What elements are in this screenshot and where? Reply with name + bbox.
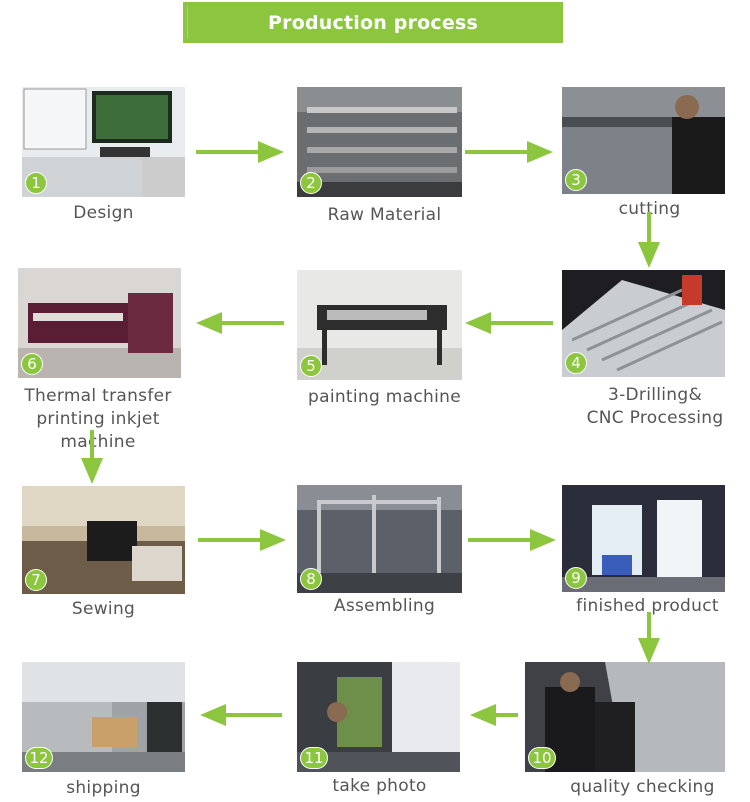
step-badge: 10 [528,747,556,769]
arrow-right-icon [468,529,556,551]
step-badge: 5 [300,355,322,377]
arrow-left-icon [470,704,518,726]
step-badge: 3 [565,169,587,191]
step-4-photo: 4 [562,270,725,377]
arrow-down-icon [638,212,660,268]
step-badge: 4 [565,352,587,374]
title-banner: Production process [183,2,563,43]
arrow-down-icon [638,612,660,664]
arrow-down-icon [81,430,103,484]
step-2-photo: 2 [297,87,462,197]
step-12-photo: 12 [22,662,185,772]
step-6-label: Thermal transfer printing inkjet machine [24,386,172,452]
step-badge: 1 [25,172,47,194]
step-4-label: 3-Drilling& CNC Processing [586,385,724,428]
step-badge: 8 [300,568,322,590]
step-9-photo: 9 [562,485,725,592]
arrow-left-icon [200,704,282,726]
arrow-right-icon [465,141,553,163]
step-badge: 9 [565,567,587,589]
step-2-label: Raw Material [327,205,442,225]
arrow-right-icon [198,529,286,551]
step-badge: 7 [25,569,47,591]
step-9-label: finished product [576,596,719,616]
page-title: Production process [268,11,478,34]
arrow-left-icon [465,312,553,334]
step-12-label: shipping [66,778,141,798]
step-badge: 2 [300,172,322,194]
step-badge: 12 [25,747,53,769]
step-badge: 6 [21,353,43,375]
step-11-label: take photo [332,776,427,796]
arrow-left-icon [196,312,284,334]
step-badge: 11 [300,747,328,769]
arrow-right-icon [196,141,284,163]
step-1-photo: 1 [22,87,185,197]
step-10-label: quality checking [570,777,715,797]
step-11-photo: 11 [297,662,460,772]
step-10-photo: 10 [525,662,725,772]
step-3-label: cutting [618,199,681,219]
step-7-label: Sewing [71,599,136,619]
step-5-photo: 5 [297,270,462,380]
step-5-label: painting machine [308,387,461,407]
step-8-label: Assembling [333,596,436,616]
step-1-label: Design [73,203,134,223]
step-7-photo: 7 [22,486,185,594]
step-3-photo: 3 [562,87,725,194]
step-8-photo: 8 [297,485,462,593]
step-6-photo: 6 [18,268,181,378]
